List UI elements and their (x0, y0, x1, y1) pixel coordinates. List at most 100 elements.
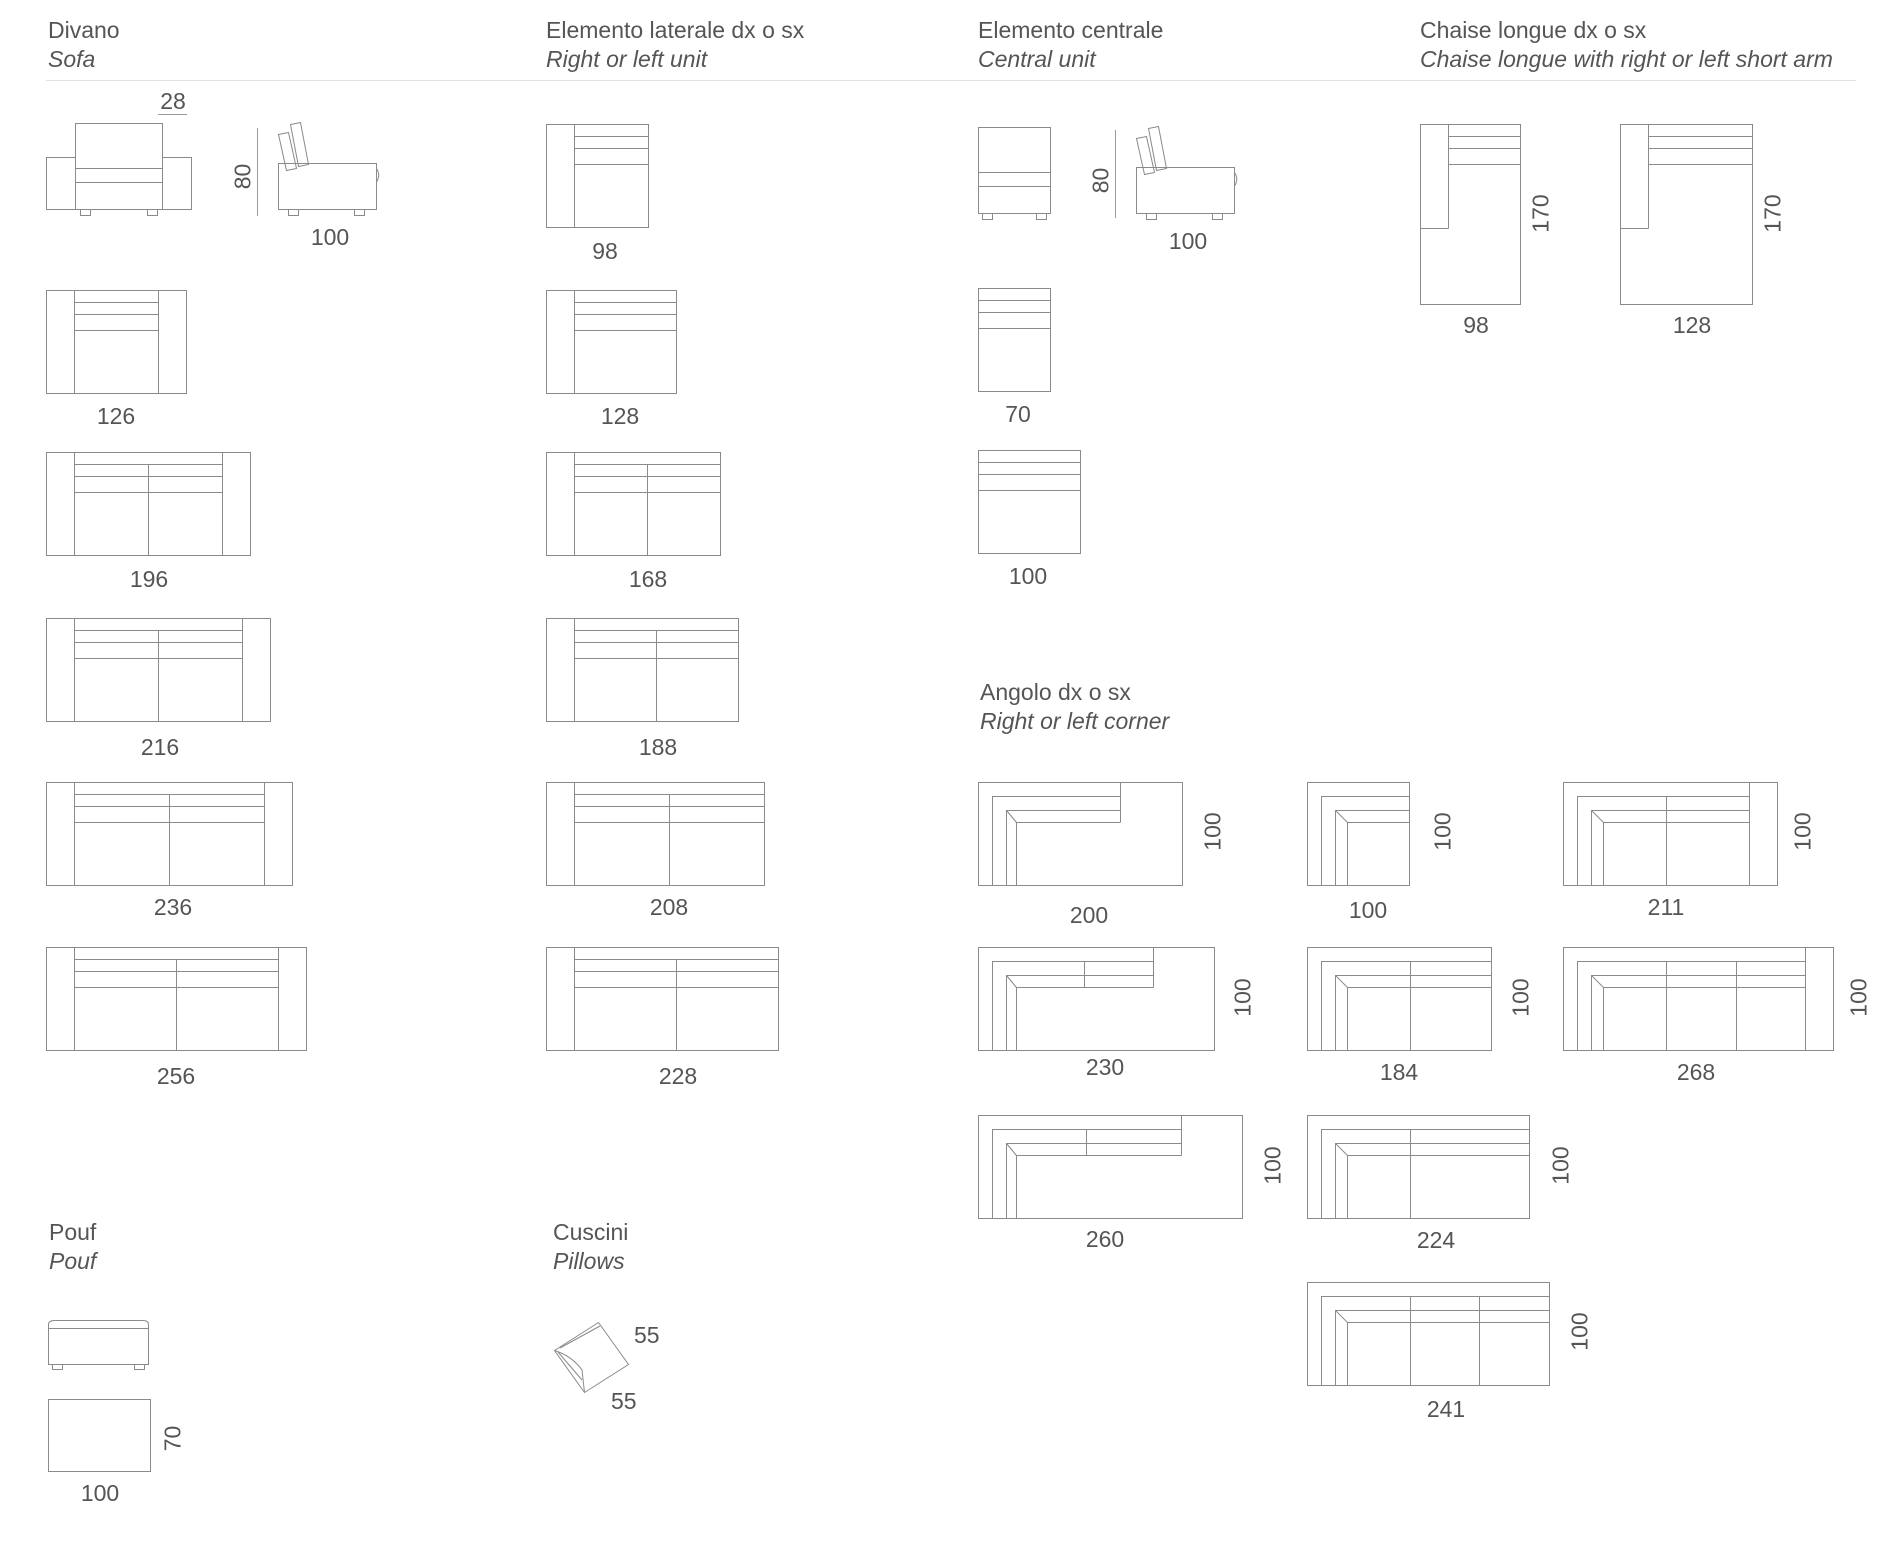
chaise-width-label-128: 128 (1672, 312, 1712, 338)
pillows-header: Cuscini Pillows (553, 1218, 628, 1276)
sofa-width-label-216: 216 (140, 734, 180, 760)
chaise-length-label-128: 170 (1759, 194, 1786, 233)
corner-plan-241 (1307, 1282, 1550, 1386)
pillow-side-a-label: 55 (634, 1322, 660, 1348)
sofa-subtitle: Sofa (48, 45, 96, 72)
corner-width-label-100: 100 (1348, 897, 1388, 923)
corner-width-label-211: 211 (1647, 894, 1685, 920)
sofa-width-label-196: 196 (129, 566, 169, 592)
central-unit-header: Elemento centrale Central unit (978, 16, 1163, 74)
pouf-title: Pouf (49, 1219, 97, 1245)
chaise-subtitle: Chaise longue with right or left short a… (1420, 45, 1833, 72)
chaise-title: Chaise longue dx o sx (1420, 17, 1647, 43)
sofa-plan-196 (46, 452, 251, 556)
side-unit-subtitle: Right or left unit (546, 45, 708, 72)
chaise-length-label-98: 170 (1527, 194, 1554, 233)
corner-depth-label-224: 100 (1547, 1146, 1574, 1185)
side-unit-plan-98 (546, 124, 649, 228)
corner-depth-label-211: 100 (1789, 812, 1816, 851)
side-unit-width-label-98: 98 (592, 238, 618, 264)
sofa-front-view (46, 123, 192, 216)
corner-depth-label-200: 100 (1199, 812, 1226, 851)
corner-width-label-241: 241 (1426, 1396, 1466, 1422)
side-unit-plan-228 (546, 947, 779, 1051)
central-unit-side-view (1135, 125, 1238, 220)
sofa-height-label: 80 (229, 163, 256, 190)
corner-depth-label-268: 100 (1845, 978, 1872, 1017)
corner-plan-260 (978, 1115, 1243, 1219)
pillows-subtitle: Pillows (553, 1247, 625, 1274)
chaise-plan-98 (1420, 124, 1521, 305)
corner-plan-268 (1563, 947, 1834, 1051)
side-unit-width-label-168: 168 (628, 566, 668, 592)
corner-depth-label-241: 100 (1566, 1312, 1593, 1351)
corner-plan-224 (1307, 1115, 1530, 1219)
pouf-header: Pouf Pouf (49, 1218, 96, 1276)
chaise-header: Chaise longue dx o sx Chaise longue with… (1420, 16, 1833, 74)
corner-plan-200 (978, 782, 1183, 886)
pouf-plan-view (48, 1399, 151, 1472)
side-unit-width-label-128: 128 (600, 403, 640, 429)
sofa-header: Divano Sofa (48, 16, 120, 74)
corner-width-label-268: 268 (1676, 1059, 1716, 1085)
sofa-width-label-256: 256 (156, 1063, 196, 1089)
central-unit-front-view (978, 127, 1051, 220)
pillow-view (553, 1321, 630, 1394)
sofa-height-dimension-line (257, 128, 258, 216)
corner-width-label-260: 260 (1085, 1226, 1125, 1252)
corner-depth-label-260: 100 (1259, 1146, 1286, 1185)
chaise-width-label-98: 98 (1463, 312, 1489, 338)
side-unit-width-label-188: 188 (638, 734, 678, 760)
corner-width-label-200: 200 (1069, 902, 1109, 928)
side-unit-width-label-208: 208 (649, 894, 689, 920)
pouf-front-view (48, 1320, 149, 1370)
side-unit-plan-168 (546, 452, 721, 556)
central-unit-depth-label: 100 (1168, 228, 1208, 254)
pouf-depth-label: 70 (159, 1425, 186, 1452)
side-unit-plan-188 (546, 618, 739, 722)
central-unit-plan-70 (978, 288, 1051, 392)
sofa-plan-216 (46, 618, 271, 722)
sofa-plan-126 (46, 290, 187, 394)
central-unit-plan-100 (978, 450, 1081, 554)
corner-depth-label-230: 100 (1229, 978, 1256, 1017)
chaise-plan-128 (1620, 124, 1753, 305)
pillows-title: Cuscini (553, 1219, 629, 1245)
corner-width-label-224: 224 (1416, 1227, 1456, 1253)
side-unit-width-label-228: 228 (658, 1063, 698, 1089)
side-unit-title: Elemento laterale dx o sx (546, 17, 805, 43)
central-unit-height-label: 80 (1087, 167, 1114, 194)
sofa-plan-256 (46, 947, 307, 1051)
central-unit-width-label-100: 100 (1008, 563, 1048, 589)
central-unit-subtitle: Central unit (978, 45, 1096, 72)
corner-title: Angolo dx o sx (980, 679, 1131, 705)
side-unit-header: Elemento laterale dx o sx Right or left … (546, 16, 804, 74)
corner-subtitle: Right or left corner (980, 707, 1170, 734)
sofa-width-label-126: 126 (96, 403, 136, 429)
corner-depth-label-184: 100 (1507, 978, 1534, 1017)
sofa-plan-236 (46, 782, 293, 886)
corner-plan-230 (978, 947, 1215, 1051)
pouf-width-label: 100 (80, 1480, 120, 1506)
pouf-subtitle: Pouf (49, 1247, 97, 1274)
central-unit-width-label-70: 70 (1005, 401, 1031, 427)
sofa-depth-label: 100 (310, 224, 350, 250)
corner-width-label-230: 230 (1085, 1054, 1125, 1080)
pillow-side-b-label: 55 (611, 1388, 637, 1414)
side-unit-plan-128 (546, 290, 677, 394)
corner-plan-184 (1307, 947, 1492, 1051)
sofa-width-label-236: 236 (153, 894, 193, 920)
sofa-title: Divano (48, 17, 120, 43)
corner-header: Angolo dx o sx Right or left corner (980, 678, 1169, 736)
side-unit-plan-208 (546, 782, 765, 886)
corner-plan-211 (1563, 782, 1778, 886)
corner-width-label-184: 184 (1379, 1059, 1419, 1085)
sofa-side-view (277, 121, 380, 216)
central-unit-height-dimension-line (1115, 130, 1116, 218)
corner-depth-label-100: 100 (1429, 812, 1456, 851)
sofa-arm-width-label: 28 (160, 88, 186, 114)
sofa-arm-dimension-line (158, 114, 187, 115)
central-unit-title: Elemento centrale (978, 17, 1164, 43)
corner-plan-100 (1307, 782, 1410, 886)
header-divider (46, 80, 1856, 81)
